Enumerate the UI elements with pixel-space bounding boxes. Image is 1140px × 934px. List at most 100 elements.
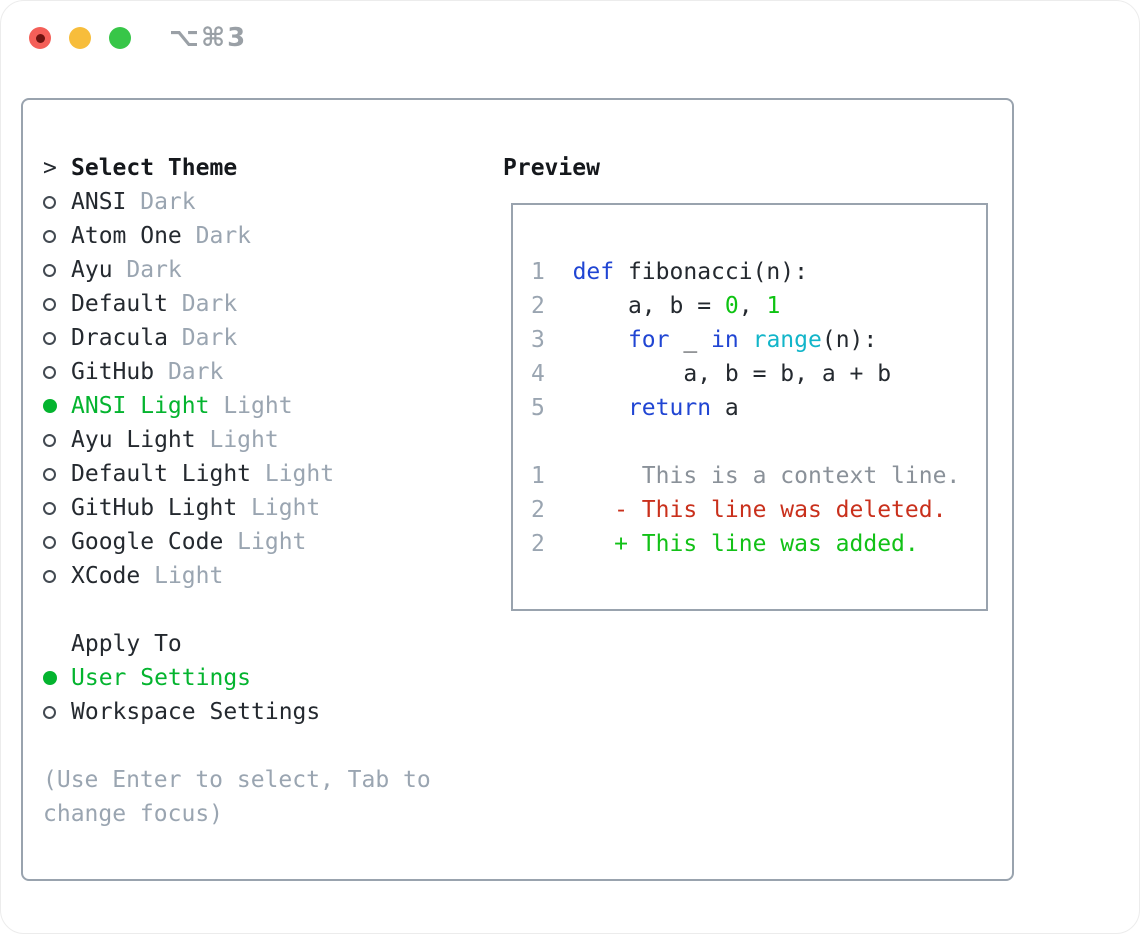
code-line: 4 a, b = b, a + b <box>531 357 960 391</box>
code-segment <box>739 327 753 353</box>
select-theme-header: > Select Theme <box>43 151 503 185</box>
option-variant-label: Light <box>154 563 224 589</box>
theme-option[interactable]: GitHub Light Light <box>43 491 503 525</box>
minimize-button[interactable] <box>69 27 91 49</box>
apply-to-header: Apply To <box>43 627 503 661</box>
theme-option[interactable]: Default Light Light <box>43 457 503 491</box>
code-segment <box>545 327 628 353</box>
code-segment: in <box>711 327 739 353</box>
code-segment: 2 <box>531 531 545 557</box>
option-variant-label: Dark <box>126 257 182 283</box>
code-segment: 5 <box>531 395 545 421</box>
option-variant-label: Light <box>251 495 321 521</box>
code-segment: a, b = <box>627 293 725 319</box>
code-segment: , <box>738 293 767 319</box>
code-segment: fibonacci(n): <box>614 259 808 285</box>
code-segment: 1 <box>531 259 545 285</box>
code-segment: a <box>711 395 739 421</box>
spacer <box>43 593 503 627</box>
radio-unselected-icon <box>43 195 56 209</box>
radio-unselected-icon <box>43 535 56 549</box>
option-label: Default Light <box>71 461 252 487</box>
option-variant-label: Light <box>223 393 293 419</box>
radio-unselected-icon <box>43 229 56 243</box>
spacer <box>43 729 503 763</box>
option-label: ANSI Light <box>71 393 210 419</box>
option-label: Ayu Light <box>71 427 196 453</box>
radio-unselected-icon <box>43 467 56 481</box>
code-segment: 2 <box>531 497 545 523</box>
option-label: Default <box>71 291 168 317</box>
option-variant-label: Dark <box>181 325 238 351</box>
code-segment: This is a context line. <box>641 463 961 489</box>
theme-option[interactable]: GitHub Dark <box>43 355 503 389</box>
option-variant-label: Light <box>264 461 335 487</box>
code-line: 2 a, b = 0, 1 <box>531 289 960 323</box>
code-segment: a, b = b, a + b <box>683 361 892 387</box>
code-segment: 1 <box>531 463 545 489</box>
radio-selected-icon <box>43 399 57 413</box>
option-label: User Settings <box>71 665 252 691</box>
option-label: Atom One <box>71 223 182 249</box>
hint-text: (Use Enter to select, Tab to change focu… <box>43 767 431 827</box>
theme-option[interactable]: Ayu Light Light <box>43 423 503 457</box>
option-variant-label: Dark <box>195 223 252 249</box>
radio-unselected-icon <box>43 297 56 311</box>
option-variant-label: Light <box>209 427 279 453</box>
option-variant-label: Dark <box>140 189 196 215</box>
radio-unselected-icon <box>43 263 56 277</box>
code-segment <box>545 293 628 319</box>
theme-option[interactable]: ANSI Light Light <box>43 389 503 423</box>
radio-unselected-icon <box>43 365 56 379</box>
option-variant-label: Light <box>237 529 307 555</box>
radio-selected-icon <box>43 671 57 685</box>
option-label: Dracula <box>71 325 168 351</box>
select-theme-title: Select Theme <box>71 155 238 181</box>
apply-to-title: Apply To <box>71 631 182 657</box>
code-line: 5 return a <box>531 391 960 425</box>
code-segment: (n): <box>821 327 878 353</box>
close-button[interactable] <box>29 27 51 49</box>
code-line: 3 for _ in range(n): <box>531 323 960 357</box>
apply-to-option[interactable]: Workspace Settings <box>43 695 503 729</box>
theme-option[interactable]: Dracula Dark <box>43 321 503 355</box>
apply-to-option[interactable]: User Settings <box>43 661 503 695</box>
radio-unselected-icon <box>43 501 56 515</box>
code-line: 1 This is a context line. <box>531 459 960 493</box>
code-segment <box>545 531 614 557</box>
option-label: GitHub <box>71 359 155 385</box>
code-segment: - This line was deleted. <box>614 497 947 523</box>
option-variant-label: Dark <box>167 359 224 385</box>
zoom-button[interactable] <box>109 27 131 49</box>
option-variant-label: Dark <box>181 291 238 317</box>
radio-unselected-icon <box>43 705 56 719</box>
code-segment: 1 <box>766 293 781 319</box>
option-label: Workspace Settings <box>71 699 321 725</box>
option-label: XCode <box>71 563 141 589</box>
code-segment: for <box>627 327 670 353</box>
theme-option[interactable]: XCode Light <box>43 559 503 593</box>
theme-option[interactable]: Default Dark <box>43 287 503 321</box>
code-segment: def <box>572 259 615 285</box>
theme-option[interactable]: Atom One Dark <box>43 219 503 253</box>
code-line: 2 + This line was added. <box>531 527 960 561</box>
code-line <box>531 425 960 459</box>
code-line: 2 - This line was deleted. <box>531 493 960 527</box>
code-segment: 4 <box>531 361 545 387</box>
code-segment: 2 <box>531 293 545 319</box>
code-line: 1 def fibonacci(n): <box>531 255 960 289</box>
code-segment <box>545 395 628 421</box>
code-segment: range <box>752 327 822 353</box>
code-segment <box>545 361 683 387</box>
option-label: GitHub Light <box>71 495 238 521</box>
code-segment: + This line was added. <box>614 531 919 557</box>
code-segment: _ <box>669 327 712 353</box>
preview-title: Preview <box>503 155 600 181</box>
